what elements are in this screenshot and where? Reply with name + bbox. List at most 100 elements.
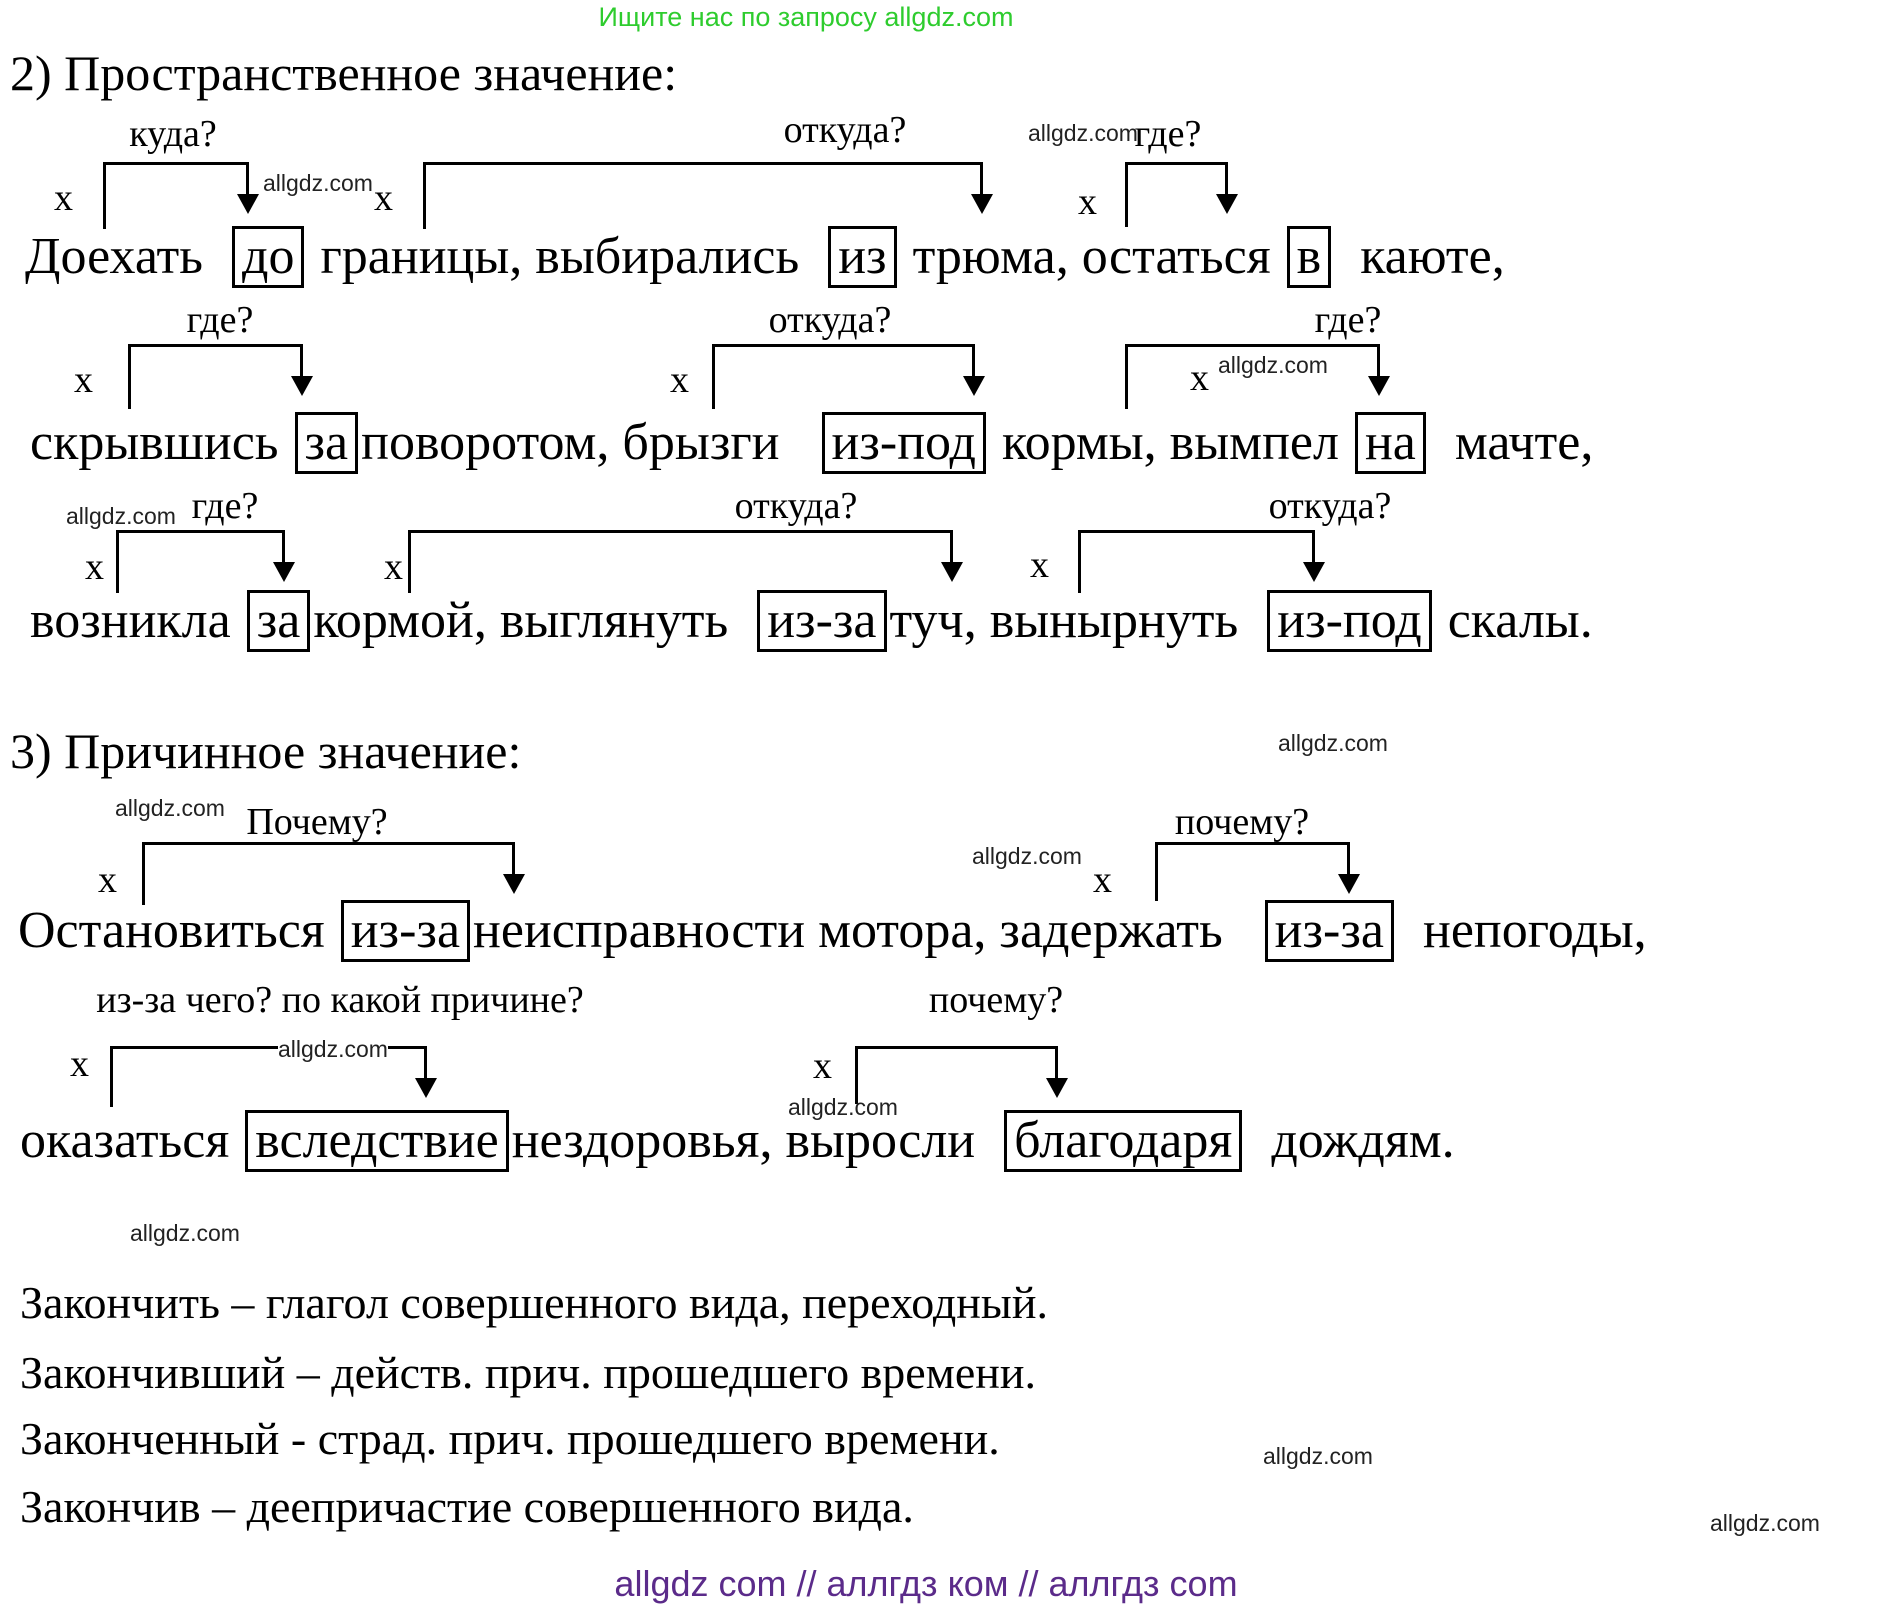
note-line: Закончив – деепричастие совершенного вид… xyxy=(20,1481,914,1532)
note-line: Закончить – глагол совершенного вида, пе… xyxy=(20,1277,1048,1328)
sentence-text: мачте, xyxy=(1428,414,1594,471)
sentence-text: скрывшись xyxy=(30,414,292,471)
sentence-text: Остановиться xyxy=(18,902,338,959)
arrow-down-icon xyxy=(980,162,983,196)
head-word-x-marker: х xyxy=(1030,544,1049,586)
sentence-text: каюте, xyxy=(1334,228,1505,285)
question-label: откуда? xyxy=(1268,485,1392,527)
question-label: где? xyxy=(191,485,259,527)
sentence-text: неисправности мотора, задержать xyxy=(473,902,1262,959)
dependency-arrow-bracket xyxy=(423,162,983,229)
head-word-x-marker: х xyxy=(98,859,117,901)
note-line: Закончивший – действ. прич. прошедшего в… xyxy=(20,1347,1036,1398)
preposition-box: из-под xyxy=(1267,590,1432,653)
question-label: где? xyxy=(186,299,254,341)
arrow-down-icon xyxy=(512,842,515,876)
dependency-arrow-bracket xyxy=(1125,344,1380,409)
sentence-text: границы, выбирались xyxy=(307,228,826,285)
dependency-arrow-bracket xyxy=(1078,530,1315,593)
head-word-x-marker: х xyxy=(70,1043,89,1085)
dependency-arrow-bracket xyxy=(1125,162,1228,227)
preposition-box: из-за xyxy=(340,900,471,963)
arrow-down-icon xyxy=(1312,530,1315,564)
head-word-x-marker: х xyxy=(1078,181,1097,223)
watermark: allgdz.com xyxy=(263,170,373,196)
head-word-x-marker: х xyxy=(54,177,73,219)
watermark: allgdz.com xyxy=(1263,1443,1373,1469)
sentence-text: туч, вынырнуть xyxy=(889,592,1265,649)
sentence-text: возникла xyxy=(30,592,244,649)
dependency-arrow-bracket xyxy=(142,842,515,905)
head-word-x-marker: х xyxy=(1190,357,1209,399)
section-title-causal: 3) Причинное значение: xyxy=(10,723,522,779)
arrow-down-icon xyxy=(1347,842,1350,876)
watermark: allgdz.com xyxy=(972,843,1082,869)
head-word-x-marker: х xyxy=(384,546,403,588)
arrow-down-icon xyxy=(950,530,953,564)
head-word-x-marker: х xyxy=(670,359,689,401)
question-label: почему? xyxy=(928,979,1064,1021)
preposition-box: до xyxy=(232,226,305,289)
question-label: откуда? xyxy=(768,299,892,341)
watermark: allgdz.com xyxy=(115,795,225,821)
sentence-text: оказаться xyxy=(20,1112,243,1169)
question-label: где? xyxy=(1314,299,1382,341)
site-footer-note: allgdz com // аллгдз ком // аллгдз com xyxy=(614,1563,1238,1604)
watermark: allgdz.com xyxy=(66,503,176,529)
sentence-text: дождям. xyxy=(1245,1112,1455,1169)
sentence-text: поворотом, брызги xyxy=(361,414,819,471)
preposition-box: в xyxy=(1286,226,1332,289)
question-label: откуда? xyxy=(734,485,858,527)
preposition-box: вследствие xyxy=(245,1110,509,1173)
dependency-arrow-bracket xyxy=(116,530,285,593)
sentence-line: Доехать до границы, выбирались из трюма,… xyxy=(25,226,1505,289)
preposition-box: из-под xyxy=(821,412,986,475)
watermark: allgdz.com xyxy=(1218,352,1328,378)
dependency-arrow-bracket xyxy=(712,344,975,409)
sentence-text: непогоды, xyxy=(1396,902,1647,959)
head-word-x-marker: х xyxy=(813,1045,832,1087)
arrow-down-icon xyxy=(424,1046,427,1080)
sentence-text: скалы. xyxy=(1434,592,1593,649)
dependency-arrow-bracket xyxy=(128,344,303,409)
watermark: allgdz.com xyxy=(130,1220,240,1246)
dependency-arrow-bracket xyxy=(103,162,249,229)
arrow-down-icon xyxy=(1225,162,1228,196)
watermark: allgdz.com xyxy=(278,1036,388,1063)
section-title-spatial: 2) Пространственное значение: xyxy=(10,45,678,101)
note-line: Законченный - страд. прич. прошедшего вр… xyxy=(20,1413,1000,1464)
watermark: allgdz.com xyxy=(788,1094,898,1120)
preposition-box: за xyxy=(294,412,359,475)
preposition-box: благодаря xyxy=(1004,1110,1243,1173)
arrow-down-icon xyxy=(1377,344,1380,378)
head-word-x-marker: х xyxy=(74,359,93,401)
arrow-down-icon xyxy=(1055,1046,1058,1080)
dependency-arrow-bracket xyxy=(855,1046,1058,1104)
watermark: allgdz.com xyxy=(1278,730,1388,756)
preposition-box: за xyxy=(246,590,311,653)
sentence-text: трюма, остаться xyxy=(899,228,1284,285)
dependency-arrow-bracket xyxy=(110,1046,427,1107)
preposition-box: из xyxy=(828,226,897,289)
head-word-x-marker: х xyxy=(1093,859,1112,901)
question-label: Почему? xyxy=(246,801,388,843)
preposition-box: из-за xyxy=(1264,900,1394,963)
watermark: allgdz.com xyxy=(1028,120,1138,146)
watermark: allgdz.com xyxy=(1710,1510,1820,1536)
dependency-arrow-bracket xyxy=(1155,842,1350,901)
question-label: где? xyxy=(1134,113,1202,155)
arrow-down-icon xyxy=(246,162,249,196)
arrow-down-icon xyxy=(972,344,975,378)
question-label: почему? xyxy=(1174,801,1310,843)
arrow-down-icon xyxy=(300,344,303,378)
question-label: куда? xyxy=(129,113,217,155)
preposition-box: на xyxy=(1354,412,1426,475)
site-promo-note: Ищите нас по запросу allgdz.com xyxy=(598,2,1014,32)
sentence-text: кормой, выглянуть xyxy=(313,592,755,649)
arrow-down-icon xyxy=(282,530,285,564)
